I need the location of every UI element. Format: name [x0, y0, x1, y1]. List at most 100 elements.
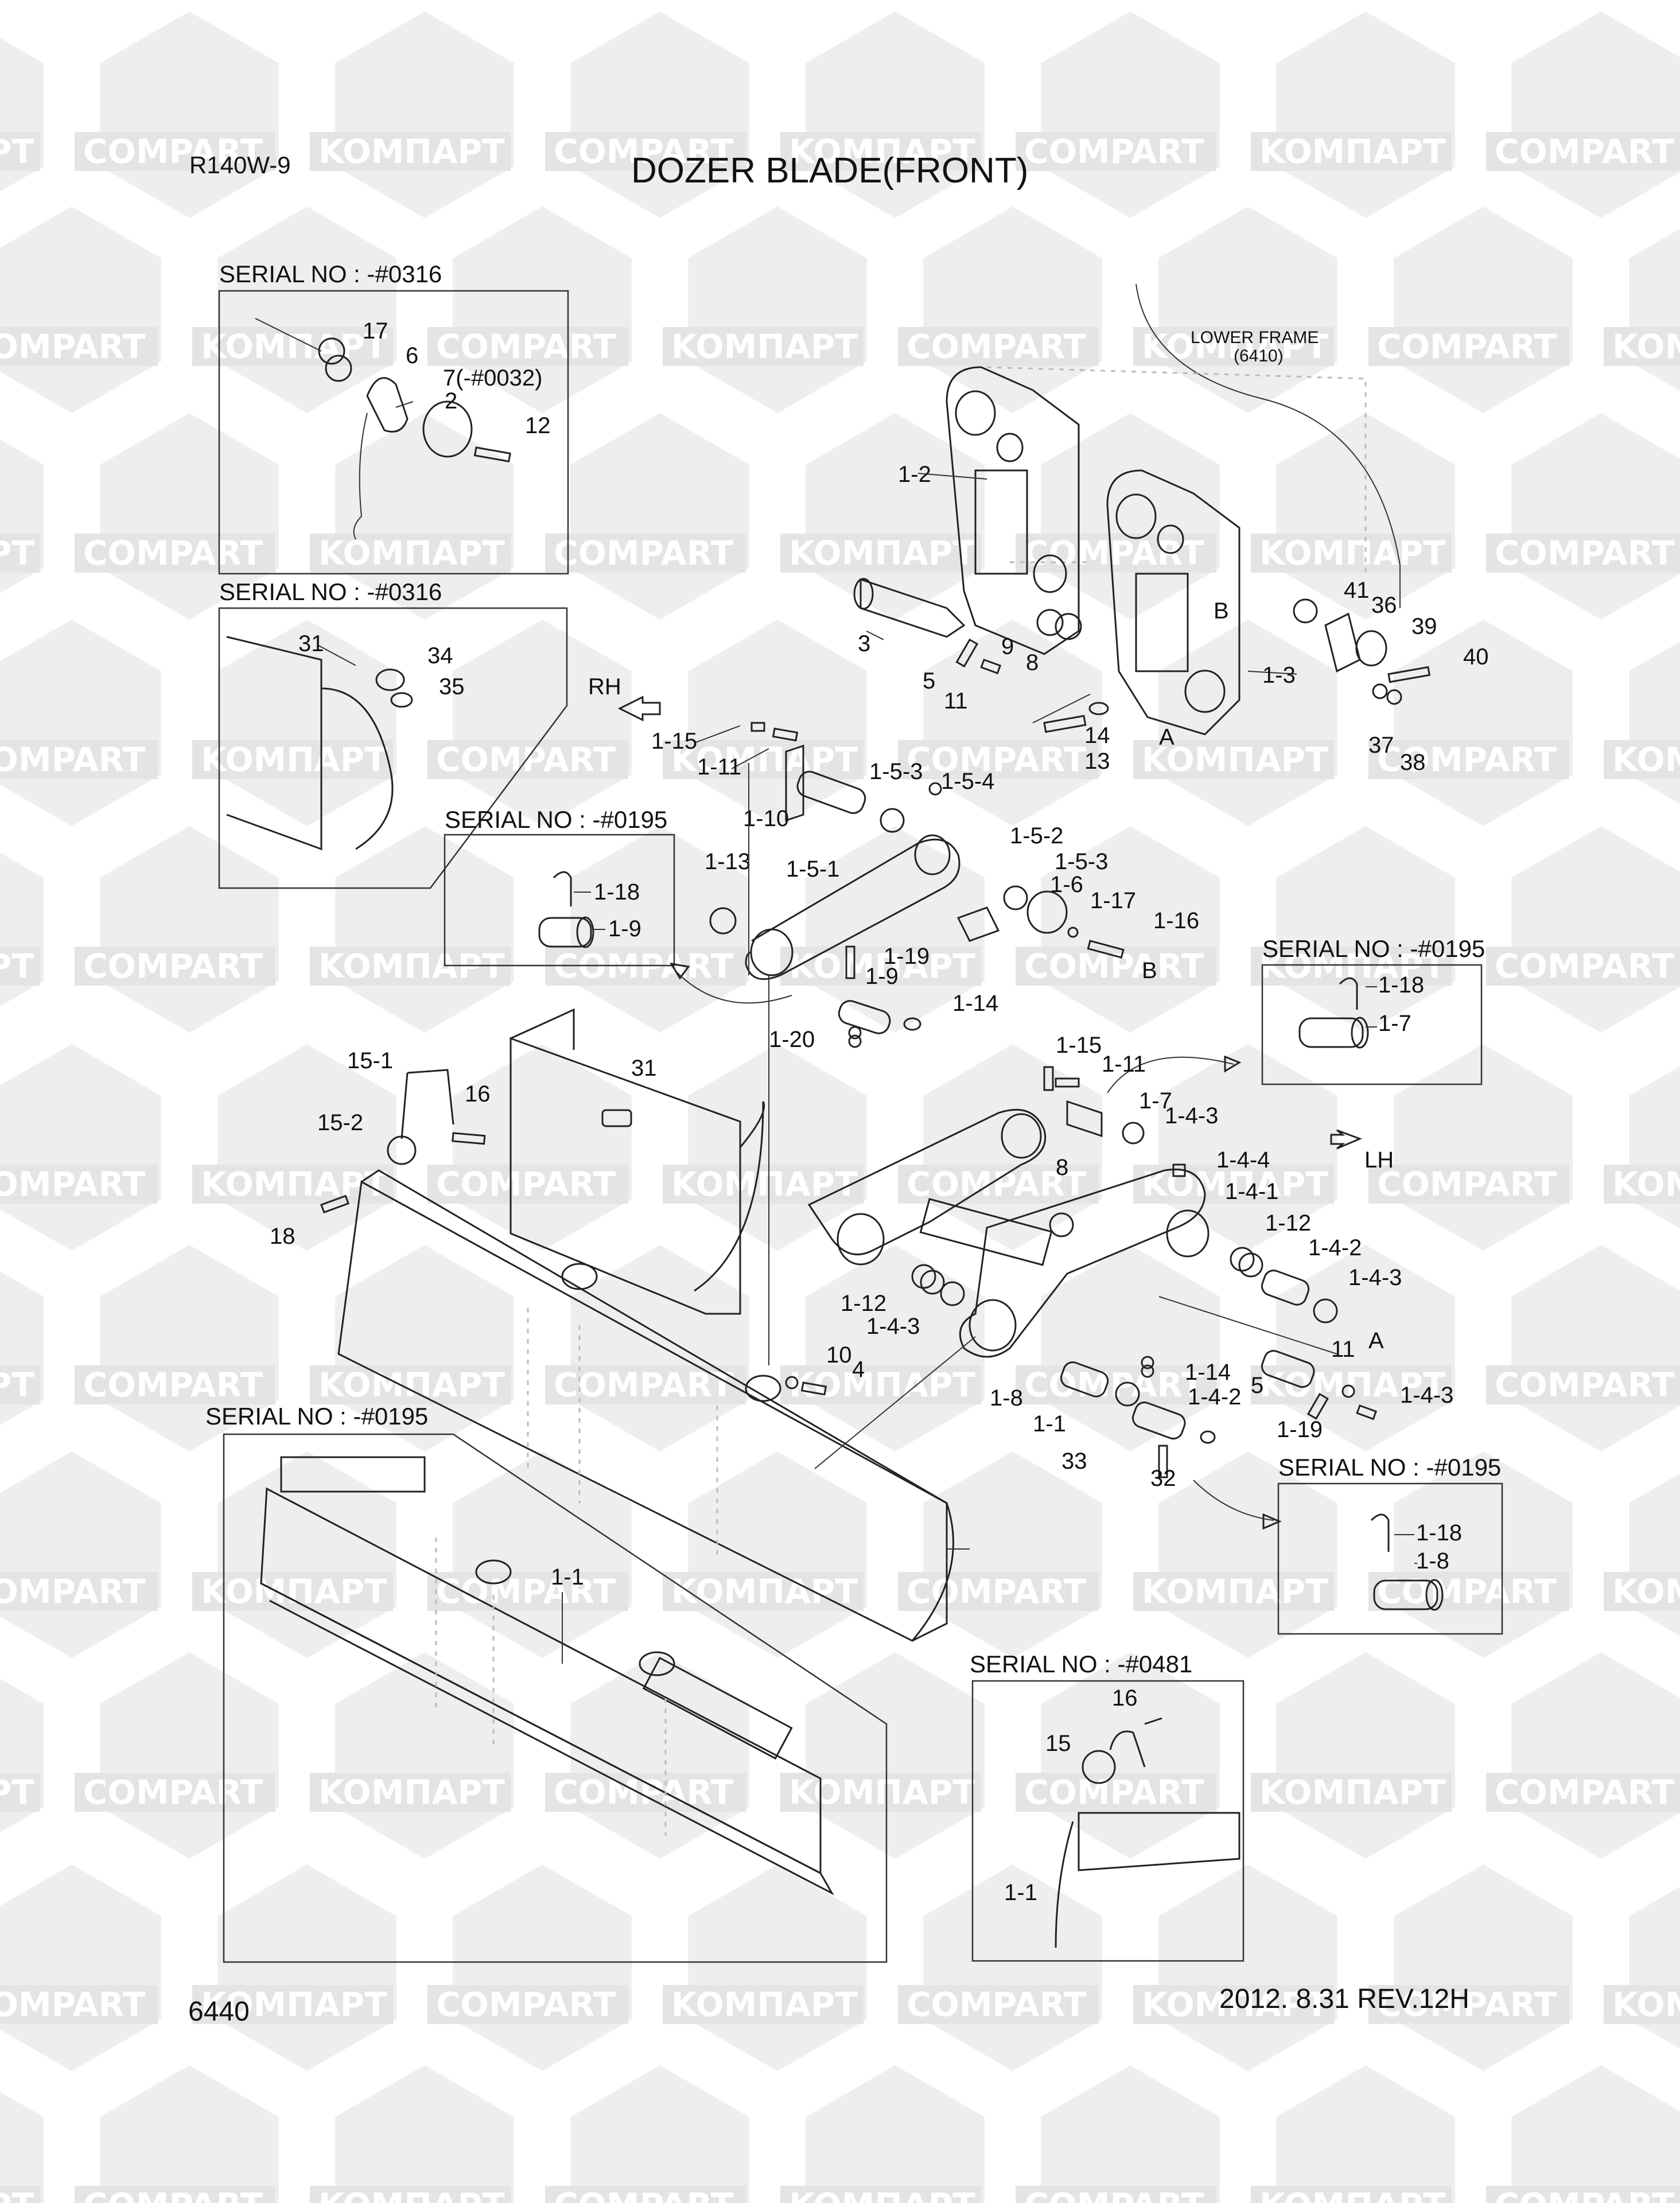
- callout-14: 14: [1084, 723, 1110, 748]
- watermark-banner: [1604, 740, 1680, 779]
- watermark-banner: [1133, 327, 1334, 366]
- watermark-banner: [0, 534, 40, 573]
- watermark-banner: [1251, 534, 1452, 573]
- watermark-text: COMPART: [907, 1985, 1087, 2024]
- watermark-banner: [898, 740, 1099, 779]
- callout-1-7: 1-7: [1378, 1011, 1411, 1036]
- watermark-hexagon: [1511, 1245, 1680, 1451]
- watermark-text: COMPART: [1024, 1365, 1204, 1404]
- callout-34: 34: [427, 643, 453, 668]
- watermark-hexagon: [335, 826, 514, 1033]
- callout-1-8: 1-8: [1416, 1548, 1449, 1574]
- callout-6: 6: [406, 343, 418, 368]
- watermark-banner: [1133, 1985, 1334, 2024]
- callout-7: 7(-#0032): [443, 365, 542, 391]
- watermark-hexagon: [217, 1451, 396, 1658]
- watermark-text: KOMПAPT: [201, 740, 387, 779]
- watermark-banner: [780, 947, 981, 986]
- watermark-banner: [898, 1572, 1099, 1611]
- watermark-banner: [545, 1773, 746, 1812]
- watermark-banner: [780, 534, 981, 573]
- callout-1-4-1: 1-4-1: [1225, 1179, 1278, 1204]
- inset-serial-label: SERIAL NO : -#0316: [219, 578, 442, 605]
- watermark-hexagon: [217, 1865, 396, 2071]
- callout-1-6: 1-6: [1050, 872, 1083, 897]
- callout-1-12b: 1-12: [841, 1291, 886, 1316]
- watermark-hexagon: [1041, 2065, 1220, 2203]
- callout-18: 18: [270, 1224, 295, 1249]
- watermark-banner: [545, 534, 746, 573]
- watermark-text: COMPART: [554, 534, 734, 573]
- watermark-hexagon: [688, 1044, 867, 1251]
- watermark-text: KOMПAPT: [1142, 327, 1328, 366]
- callout-1-9: 1-9: [608, 916, 641, 941]
- main-assembly: LOWER FRAME (6410): [270, 283, 1489, 1642]
- watermark-text: COMPART: [1495, 947, 1675, 986]
- callout-35: 35: [439, 674, 465, 699]
- watermark-banner: [1486, 1773, 1680, 1812]
- watermark-hexagon: [1276, 2065, 1455, 2203]
- watermark-hexagon: [1041, 413, 1220, 620]
- watermark-banner: [1368, 1572, 1569, 1611]
- watermark-banner: [1368, 1985, 1569, 2024]
- point-b-2: B: [1142, 958, 1157, 983]
- watermark-text: COMPART: [0, 327, 146, 366]
- watermark-text: COMPART: [436, 327, 616, 366]
- watermark-banner: [663, 1985, 864, 2024]
- watermark-banner: [75, 1365, 275, 1404]
- callout-36: 36: [1371, 593, 1397, 618]
- callout-16: 16: [465, 1081, 491, 1107]
- watermark-banner: [0, 1165, 158, 1204]
- callout-16: 16: [1112, 1686, 1138, 1711]
- watermark-banner: [192, 1572, 393, 1611]
- watermark-text: KOMПAPT: [318, 2186, 505, 2203]
- callout-10: 11: [1331, 1337, 1355, 1362]
- watermark-text: COMPART: [83, 534, 263, 573]
- watermark-text: COMPART: [1024, 132, 1204, 171]
- watermark-hexagon: [688, 1865, 867, 2071]
- callout-1-14b: 1-4-2: [1188, 1384, 1241, 1410]
- watermark-banner: [0, 740, 158, 779]
- watermark-hexagon: [0, 1865, 161, 2071]
- model-code: R140W-9: [189, 151, 291, 178]
- watermark-text: COMPART: [83, 2186, 263, 2203]
- watermark-banner: [780, 132, 981, 171]
- callout-1-2: 1-2: [898, 462, 931, 487]
- watermark-text: KOMПAPT: [789, 534, 975, 573]
- callout-4: 5: [1251, 1373, 1263, 1398]
- watermark-banner: [1604, 1572, 1680, 1611]
- watermark-text: KOMПAPT: [1612, 1985, 1680, 2024]
- watermark-banner: [427, 327, 628, 366]
- watermark-banner: [192, 1985, 393, 2024]
- callout-5b: 1-19: [1277, 1417, 1323, 1442]
- watermark-hexagon: [0, 853, 44, 1006]
- watermark-text: COMPART: [554, 1365, 734, 1404]
- watermark-banner: [310, 132, 511, 171]
- callout-1-1: 1-1: [551, 1564, 584, 1590]
- watermark-banner: [75, 534, 275, 573]
- watermark-banner: [1368, 1165, 1569, 1204]
- watermark-banner: [1486, 2186, 1680, 2203]
- callout-1-18: 1-18: [1378, 972, 1424, 998]
- callout-1-5-3b: 1-5-3: [1055, 849, 1108, 874]
- watermark-banner: [0, 1365, 40, 1404]
- callout-37: 37: [1368, 733, 1394, 758]
- watermark-hexagon: [1511, 1652, 1680, 1859]
- watermark-text: COMPART: [1495, 1773, 1675, 1812]
- watermark-banner: [75, 2186, 275, 2203]
- watermark-banner: [0, 132, 40, 171]
- watermark-text: KOMПAPT: [1612, 740, 1680, 779]
- inset-serial-label: SERIAL NO : -#0195: [1262, 935, 1485, 962]
- watermark-banner: [427, 1572, 628, 1611]
- callout-1-4-3c: 1-4-3: [866, 1314, 920, 1339]
- page-title: DOZER BLADE(FRONT): [631, 151, 1028, 190]
- watermark-hexagon: [1629, 641, 1680, 804]
- watermark-text: KOMПAPT: [0, 534, 34, 573]
- watermark-text: KOMПAPT: [0, 947, 34, 986]
- watermark-text: COMPART: [907, 740, 1087, 779]
- callout-2: 2: [445, 388, 457, 414]
- callout-1-7: 1-7: [1139, 1088, 1172, 1114]
- watermark-banner: [75, 132, 275, 171]
- watermark-text: KOMПAPT: [1259, 534, 1446, 573]
- watermark-banner: [1486, 1365, 1680, 1404]
